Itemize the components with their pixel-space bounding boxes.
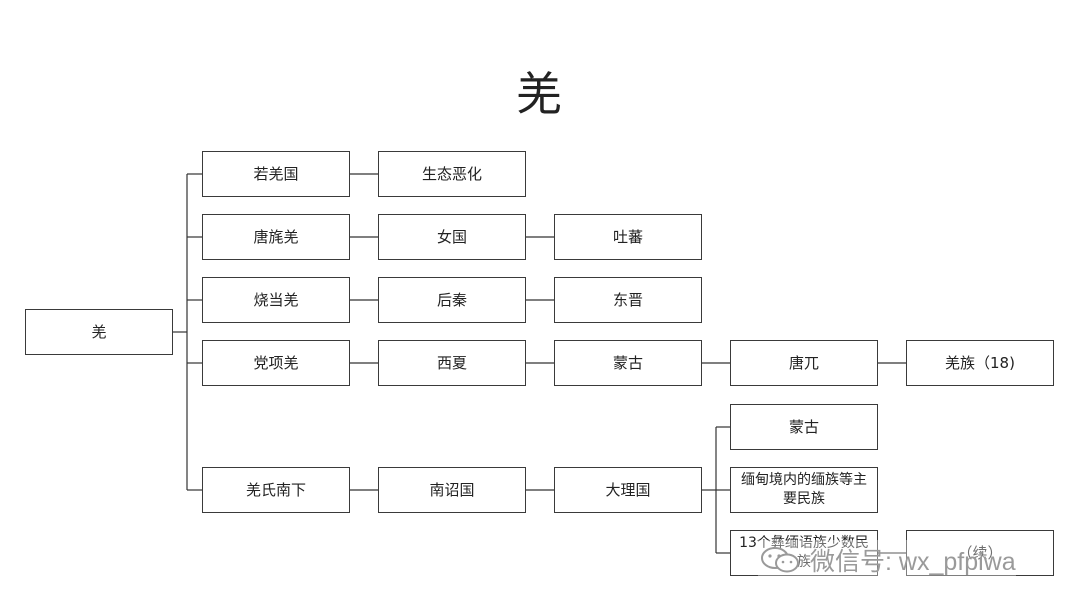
node-shaodang: 烧当羌	[202, 277, 350, 323]
node-menggu-2: 蒙古	[730, 404, 878, 450]
node-dongjin: 东晋	[554, 277, 702, 323]
node-menggu-1: 蒙古	[554, 340, 702, 386]
node-eco: 生态恶化	[378, 151, 526, 197]
node-dangxiang: 党项羌	[202, 340, 350, 386]
node-qiangshi: 羌氏南下	[202, 467, 350, 513]
node-qiangzu: 羌族（18)	[906, 340, 1054, 386]
node-miandian: 缅甸境内的缅族等主要民族	[730, 467, 878, 513]
watermark-text: 微信号: wx_pfpiwa	[810, 548, 1016, 576]
node-tubo: 吐蕃	[554, 214, 702, 260]
node-yimian: 13个彝缅语族少数民族	[730, 530, 878, 576]
diagram-title: 羌	[516, 67, 564, 121]
node-tangmao: 唐旄羌	[202, 214, 350, 260]
node-root: 羌	[25, 309, 173, 355]
node-nanzhao: 南诏国	[378, 467, 526, 513]
wechat-icon	[761, 547, 799, 573]
node-ruoqiang: 若羌国	[202, 151, 350, 197]
watermark: 微信号: wx_pfpiwa	[758, 540, 1016, 580]
node-nvguo: 女国	[378, 214, 526, 260]
node-houqin: 后秦	[378, 277, 526, 323]
node-xu: （续）	[906, 530, 1054, 576]
node-xixia: 西夏	[378, 340, 526, 386]
node-tangwu: 唐兀	[730, 340, 878, 386]
node-dali: 大理国	[554, 467, 702, 513]
